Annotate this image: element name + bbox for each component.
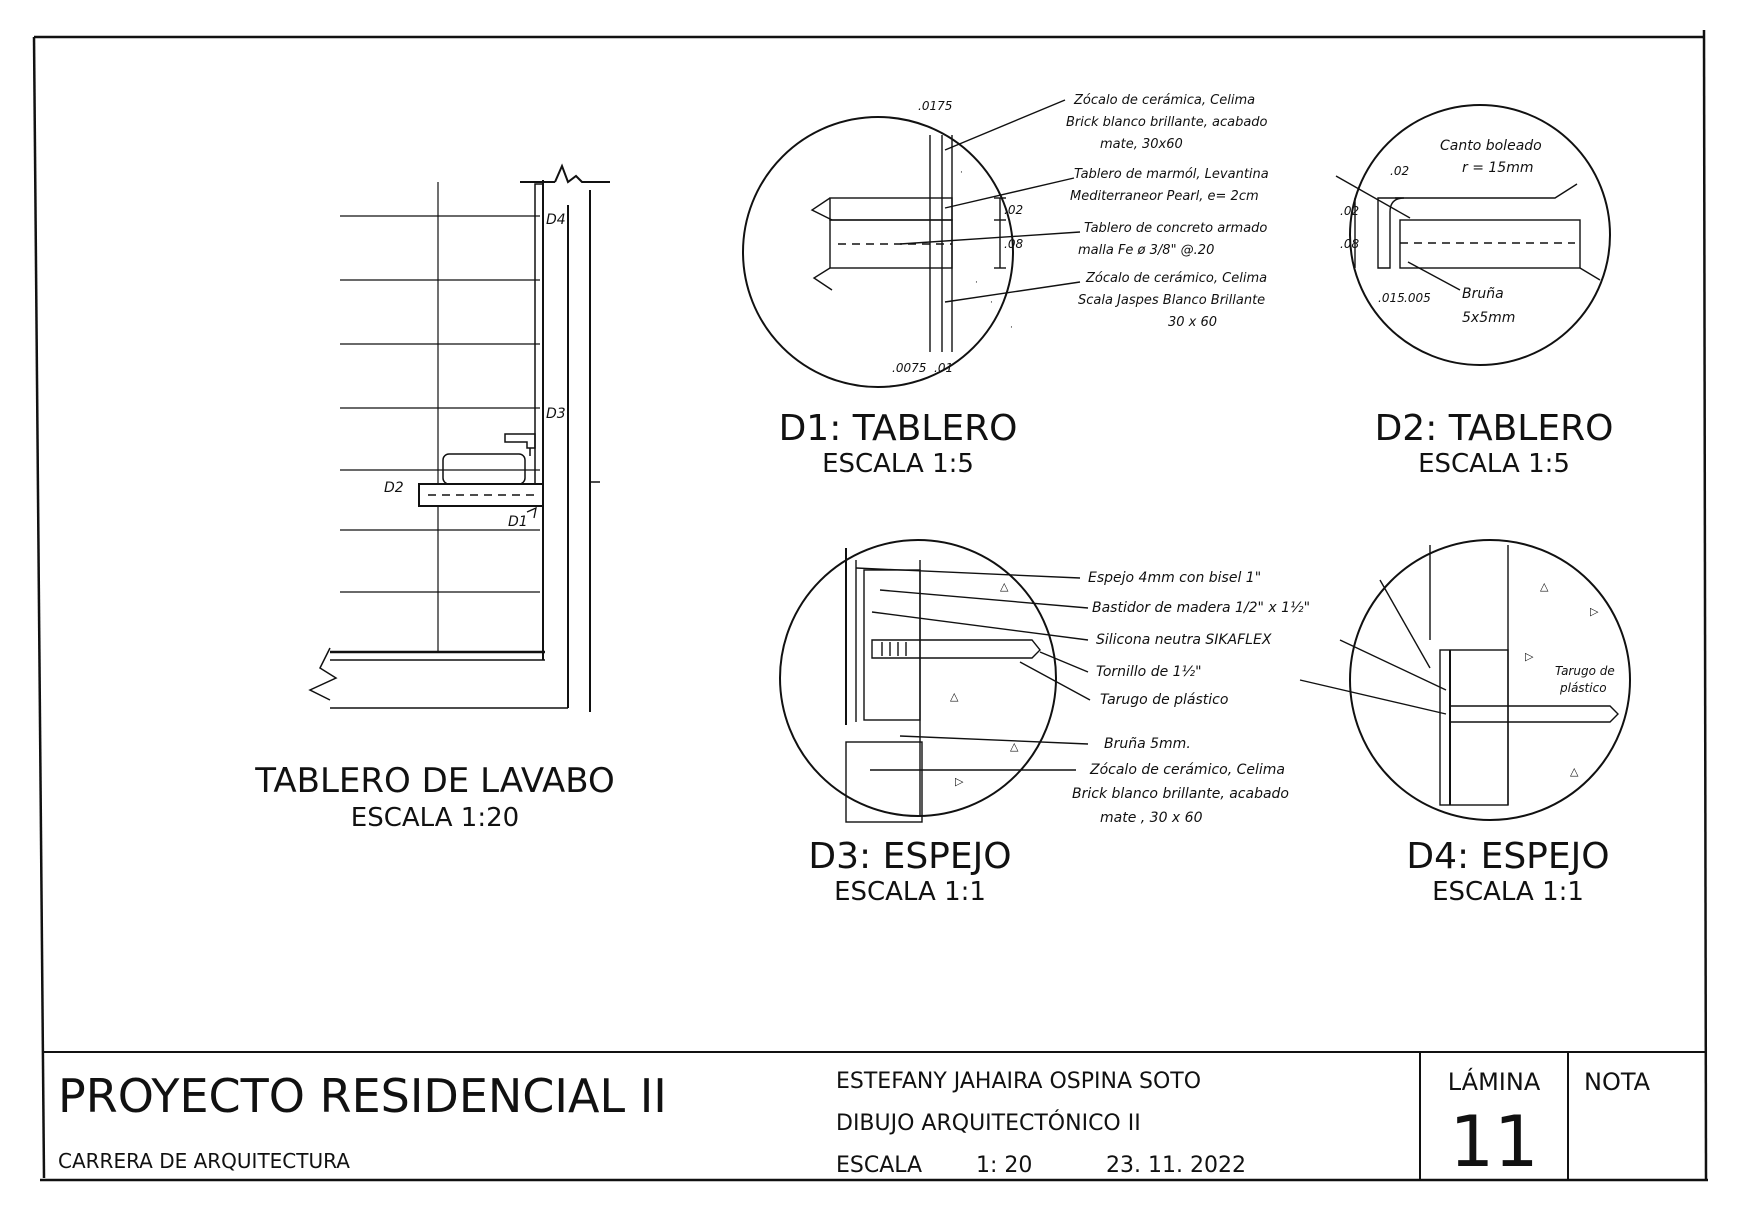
- d4-detail-circle: [1349, 539, 1631, 821]
- d2-dim: .02: [1340, 204, 1359, 218]
- d3-note: Zócalo de cerámico, Celima: [1089, 762, 1285, 778]
- d2-note: r = 15mm: [1462, 160, 1533, 176]
- d3-note: Bruña 5mm.: [1104, 736, 1191, 752]
- d2-note: Bruña: [1462, 286, 1504, 302]
- svg-text:·: ·: [1010, 323, 1013, 333]
- d1-scale: ESCALA 1:5: [822, 449, 974, 479]
- date-value: 23. 11. 2022: [1106, 1153, 1246, 1178]
- d4-detail: △ ▷ ▷ △ Tarugo de plástico D4: ESPEJO ESCAL…: [1299, 539, 1631, 907]
- d2-note: Canto boleado: [1440, 138, 1542, 154]
- d1-dim-08: .08: [1004, 237, 1023, 251]
- d1-note: malla Fe ø 3/8" @.20: [1078, 243, 1214, 258]
- d2-dim: .005: [1404, 291, 1431, 305]
- d2-detail-circle: [1349, 104, 1611, 366]
- d3-note: Brick blanco brillante, acabado: [1072, 786, 1289, 802]
- d3-note: Silicona neutra SIKAFLEX: [1096, 632, 1272, 648]
- tile-grid: [340, 182, 540, 653]
- svg-text:·: ·: [960, 168, 963, 178]
- d1-title: D1: TABLERO: [779, 408, 1018, 449]
- d4-note: Tarugo de: [1555, 664, 1615, 678]
- svg-text:△: △: [950, 690, 959, 703]
- d1-dim-0175: .0175: [918, 99, 952, 113]
- d1-detail-circle: [742, 116, 1014, 388]
- d2-dim: .08: [1340, 237, 1359, 251]
- svg-text:△: △: [1010, 740, 1019, 753]
- scale-value: 1: 20: [976, 1153, 1032, 1178]
- d2-note: 5x5mm: [1462, 310, 1515, 326]
- lavabo-elevation: [308, 163, 610, 712]
- svg-text:·: ·: [990, 298, 993, 308]
- d3-note: Tornillo de 1½": [1096, 664, 1202, 680]
- d1-note: mate, 30x60: [1100, 137, 1183, 152]
- d3-detail: △ △ △ ▷ Espejo 4mm con bisel 1" Bastidor de…: [779, 539, 1310, 907]
- svg-text:▷: ▷: [1525, 650, 1534, 663]
- svg-text:▷: ▷: [1590, 605, 1599, 618]
- d2-dim: .015: [1378, 291, 1405, 305]
- d1-note: Scala Jaspes Blanco Brillante: [1078, 293, 1265, 308]
- d3-title: D3: ESPEJO: [808, 836, 1011, 877]
- callout-d2: D2: [384, 480, 404, 496]
- d1-note: Tablero de concreto armado: [1084, 221, 1267, 236]
- svg-text:△: △: [1540, 580, 1549, 593]
- d1-dim-02: .02: [1004, 203, 1023, 217]
- d1-note: Brick blanco brillante, acabado: [1066, 115, 1268, 130]
- d1-note: Zócalo de cerámica, Celima: [1073, 93, 1255, 108]
- lavabo-callout-labels: D4 D3 D2 D1: [384, 212, 566, 530]
- d2-scale: ESCALA 1:5: [1418, 449, 1570, 479]
- project-title: PROYECTO RESIDENCIAL II: [58, 1069, 667, 1123]
- d2-dim: .02: [1390, 164, 1409, 178]
- lavabo-title: TABLERO DE LAVABO: [254, 761, 614, 801]
- course-name: DIBUJO ARQUITECTÓNICO II: [836, 1110, 1141, 1136]
- svg-text:·: ·: [975, 278, 978, 288]
- d1-dim-0075: .0075: [892, 361, 926, 375]
- svg-text:△: △: [1000, 580, 1009, 593]
- d3-note: mate , 30 x 60: [1100, 810, 1203, 826]
- d3-scale: ESCALA 1:1: [834, 877, 986, 907]
- svg-text:△: △: [1570, 765, 1579, 778]
- d3-note: Espejo 4mm con bisel 1": [1088, 570, 1261, 586]
- note-label: NOTA: [1584, 1068, 1651, 1096]
- callout-d3: D3: [546, 406, 566, 422]
- callout-d1: D1: [508, 514, 528, 530]
- d3-note: Bastidor de madera 1/2" x 1½": [1092, 600, 1310, 616]
- d1-note: Tablero de marmól, Levantina: [1074, 167, 1269, 182]
- d1-dim-01: .01: [934, 361, 953, 375]
- career-label: CARRERA DE ARQUITECTURA: [58, 1149, 350, 1173]
- d1-note: 30 x 60: [1168, 315, 1217, 330]
- d2-title: D2: TABLERO: [1375, 408, 1614, 449]
- d2-detail: .02 .02 .08 .015 .005 Canto boleado r = …: [1335, 104, 1614, 479]
- sheet-label: LÁMINA: [1448, 1067, 1541, 1096]
- d4-scale: ESCALA 1:1: [1432, 877, 1584, 907]
- sheet-frame: [32, 29, 1708, 1182]
- d1-detail: · · · · .0175 .02 .08 .0075 .01 Zócalo de c…: [742, 93, 1269, 479]
- svg-text:▷: ▷: [955, 775, 964, 788]
- scale-label: ESCALA: [836, 1153, 922, 1178]
- d1-note: Mediterraneor Pearl, e= 2cm: [1070, 189, 1259, 204]
- d1-note: Zócalo de cerámico, Celima: [1085, 271, 1267, 286]
- d3-note: Tarugo de plástico: [1100, 692, 1228, 708]
- d4-note: plástico: [1559, 681, 1607, 695]
- d3-detail-circle: [779, 539, 1057, 817]
- title-block: [42, 1051, 1706, 1180]
- sheet-number: 11: [1449, 1101, 1538, 1183]
- callout-d4: D4: [546, 212, 566, 228]
- author-name: ESTEFANY JAHAIRA OSPINA SOTO: [836, 1069, 1201, 1094]
- lavabo-scale: ESCALA 1:20: [351, 803, 519, 833]
- d4-title: D4: ESPEJO: [1406, 836, 1609, 877]
